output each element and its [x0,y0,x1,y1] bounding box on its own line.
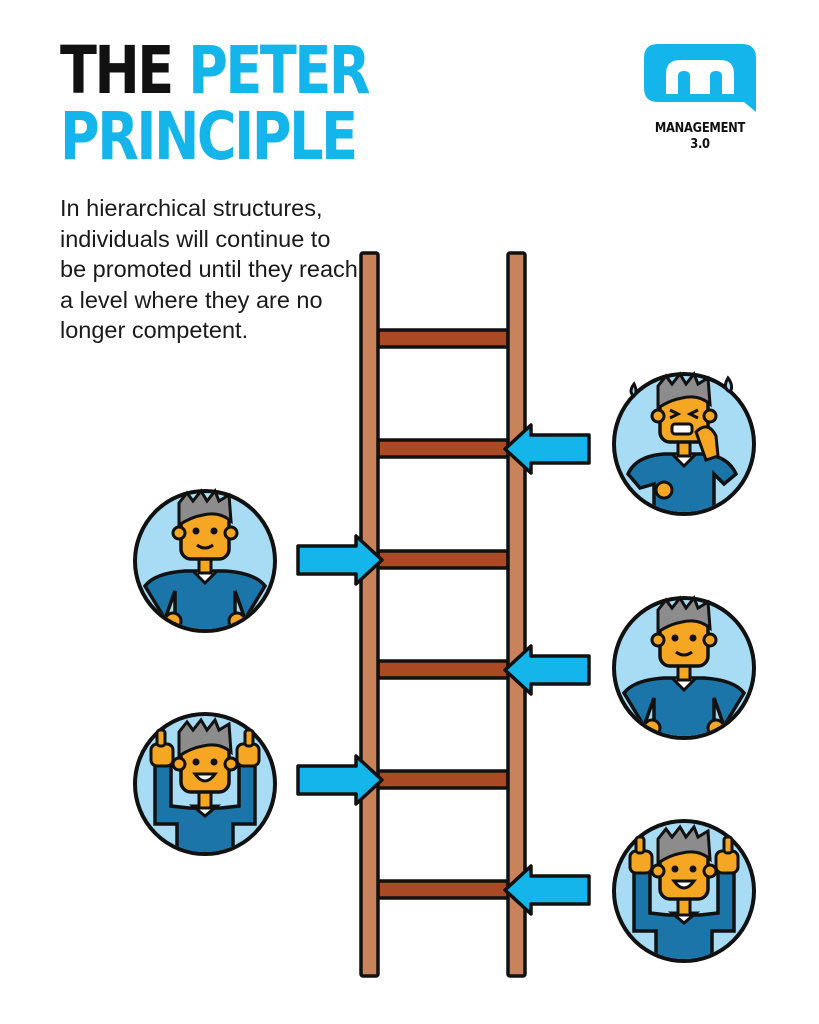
confident-person-icon [614,598,754,748]
management-logo-icon [644,44,756,112]
title-principle: PRINCIPLE [60,98,358,175]
principle-description: In hierarchical structures, individuals … [60,195,358,343]
title-the: THE [60,32,174,109]
logo-text: MANAGEMENT 3.0 [654,120,746,152]
ladder-rung-5 [376,769,510,790]
page-title: THE PETER PRINCIPLE [60,38,371,170]
title-peter: PETER [188,32,370,109]
ladder-rung-2 [376,438,510,459]
ladder-right-rail [506,251,527,978]
ladder [359,251,527,978]
ladder-rung-1 [376,328,510,349]
confident-person-icon [135,491,275,641]
ladder-left-rail [359,251,380,978]
thumbs-up-person-icon [135,714,275,864]
stressed-person-icon [614,374,754,524]
thumbs-up-person-icon [614,821,754,971]
ladder-rung-6 [376,879,510,900]
ladder-rung-3 [376,549,510,570]
ladder-rung-4 [376,659,510,680]
